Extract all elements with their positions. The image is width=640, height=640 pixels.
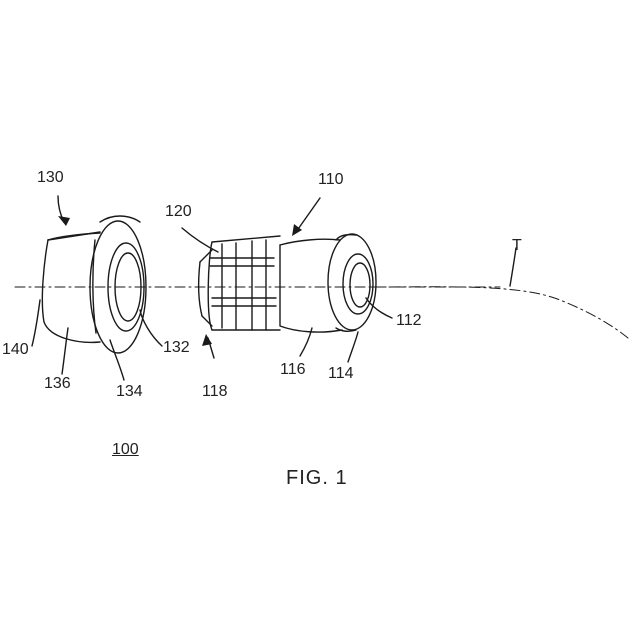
cap-part-130 [42, 216, 146, 353]
leader-136 [62, 328, 68, 374]
figure-caption: FIG. 1 [286, 467, 348, 490]
label-132: 132 [163, 340, 190, 356]
label-116: 116 [280, 362, 306, 378]
cap-body-136 [42, 240, 100, 342]
collet-part-120 [199, 236, 280, 330]
leader-114 [348, 332, 358, 362]
housing-body-116 [280, 245, 342, 332]
label-118: 118 [202, 384, 228, 400]
label-114: 114 [328, 366, 354, 382]
leader-110 [296, 198, 320, 232]
label-assembly-100: 100 [112, 442, 139, 458]
housing-part-110 [280, 234, 376, 332]
label-120: 120 [165, 204, 192, 220]
label-140: 140 [2, 342, 29, 358]
arrow-118 [202, 334, 212, 346]
label-112: 112 [396, 313, 422, 329]
label-110: 110 [318, 172, 344, 188]
housing-flange-114 [328, 234, 376, 330]
leader-134 [110, 340, 124, 380]
label-130: 130 [37, 170, 64, 186]
label-134: 134 [116, 384, 143, 400]
leader-120 [182, 228, 218, 252]
label-136: 136 [44, 376, 71, 392]
leader-140 [32, 300, 40, 346]
arrow-130 [58, 216, 70, 226]
label-tube: T [512, 238, 522, 254]
